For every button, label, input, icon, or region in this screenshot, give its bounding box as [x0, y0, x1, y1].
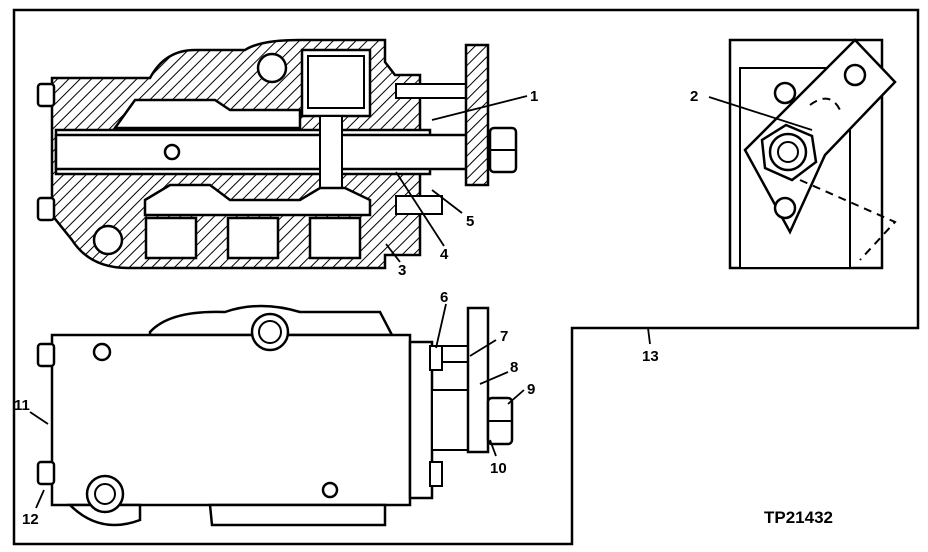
side-hole-small-left [92, 342, 112, 362]
spool [54, 133, 478, 171]
callout-8: 8 [510, 359, 518, 376]
side-view-bottom-boss [208, 503, 387, 527]
sectional-view [36, 38, 518, 270]
side-left-bolt-top [36, 342, 56, 368]
mount-hole-top [843, 63, 867, 87]
side-left-bolt-bottom [36, 460, 56, 486]
upper-cavity [112, 98, 302, 130]
diamond-plate [743, 38, 897, 235]
hidden-lines [799, 97, 897, 261]
side-right-bolt-bottom [429, 461, 443, 487]
callout-9: 9 [527, 381, 535, 398]
left-bolt-top [36, 82, 56, 108]
mount-hole-bottom [773, 196, 797, 220]
callout-3: 3 [398, 262, 406, 279]
port-circle-top [256, 52, 288, 84]
frame-border [12, 8, 920, 546]
callout-7: 7 [500, 328, 508, 345]
callout-13: 13 [642, 348, 659, 365]
side-end-cap [408, 340, 434, 500]
right-bolt-top [395, 83, 477, 99]
side-hole-small-bottom [321, 481, 339, 499]
end-plate [464, 43, 490, 187]
side-view [36, 304, 514, 527]
callout-2: 2 [690, 88, 698, 105]
side-spool-extension [431, 389, 469, 451]
end-view [728, 38, 897, 270]
spool-hole [163, 143, 181, 161]
mount-hole-left [773, 81, 797, 105]
lower-plug-1 [144, 216, 198, 260]
side-stem [441, 345, 469, 363]
upper-plug [307, 55, 365, 109]
figure-code: TP21432 [764, 508, 833, 527]
callout-1: 1 [530, 88, 538, 105]
callout-12: 12 [22, 511, 39, 528]
lower-plug-3 [308, 216, 362, 260]
callout-10: 10 [490, 460, 507, 477]
lower-cavity [143, 183, 372, 217]
callout-5: 5 [466, 213, 474, 230]
callout-6: 6 [440, 289, 448, 306]
lower-plug-2 [226, 216, 280, 260]
side-lever-plate [466, 306, 490, 454]
callout-4: 4 [440, 246, 449, 263]
vertical-passage [319, 115, 343, 191]
side-right-bolt-top [429, 345, 443, 371]
right-bolt-bottom [395, 195, 443, 215]
port-circle-bottom [92, 224, 124, 256]
leader-lines [29, 95, 813, 509]
left-bolt-bottom [36, 196, 56, 222]
callout-11: 11 [14, 397, 30, 414]
